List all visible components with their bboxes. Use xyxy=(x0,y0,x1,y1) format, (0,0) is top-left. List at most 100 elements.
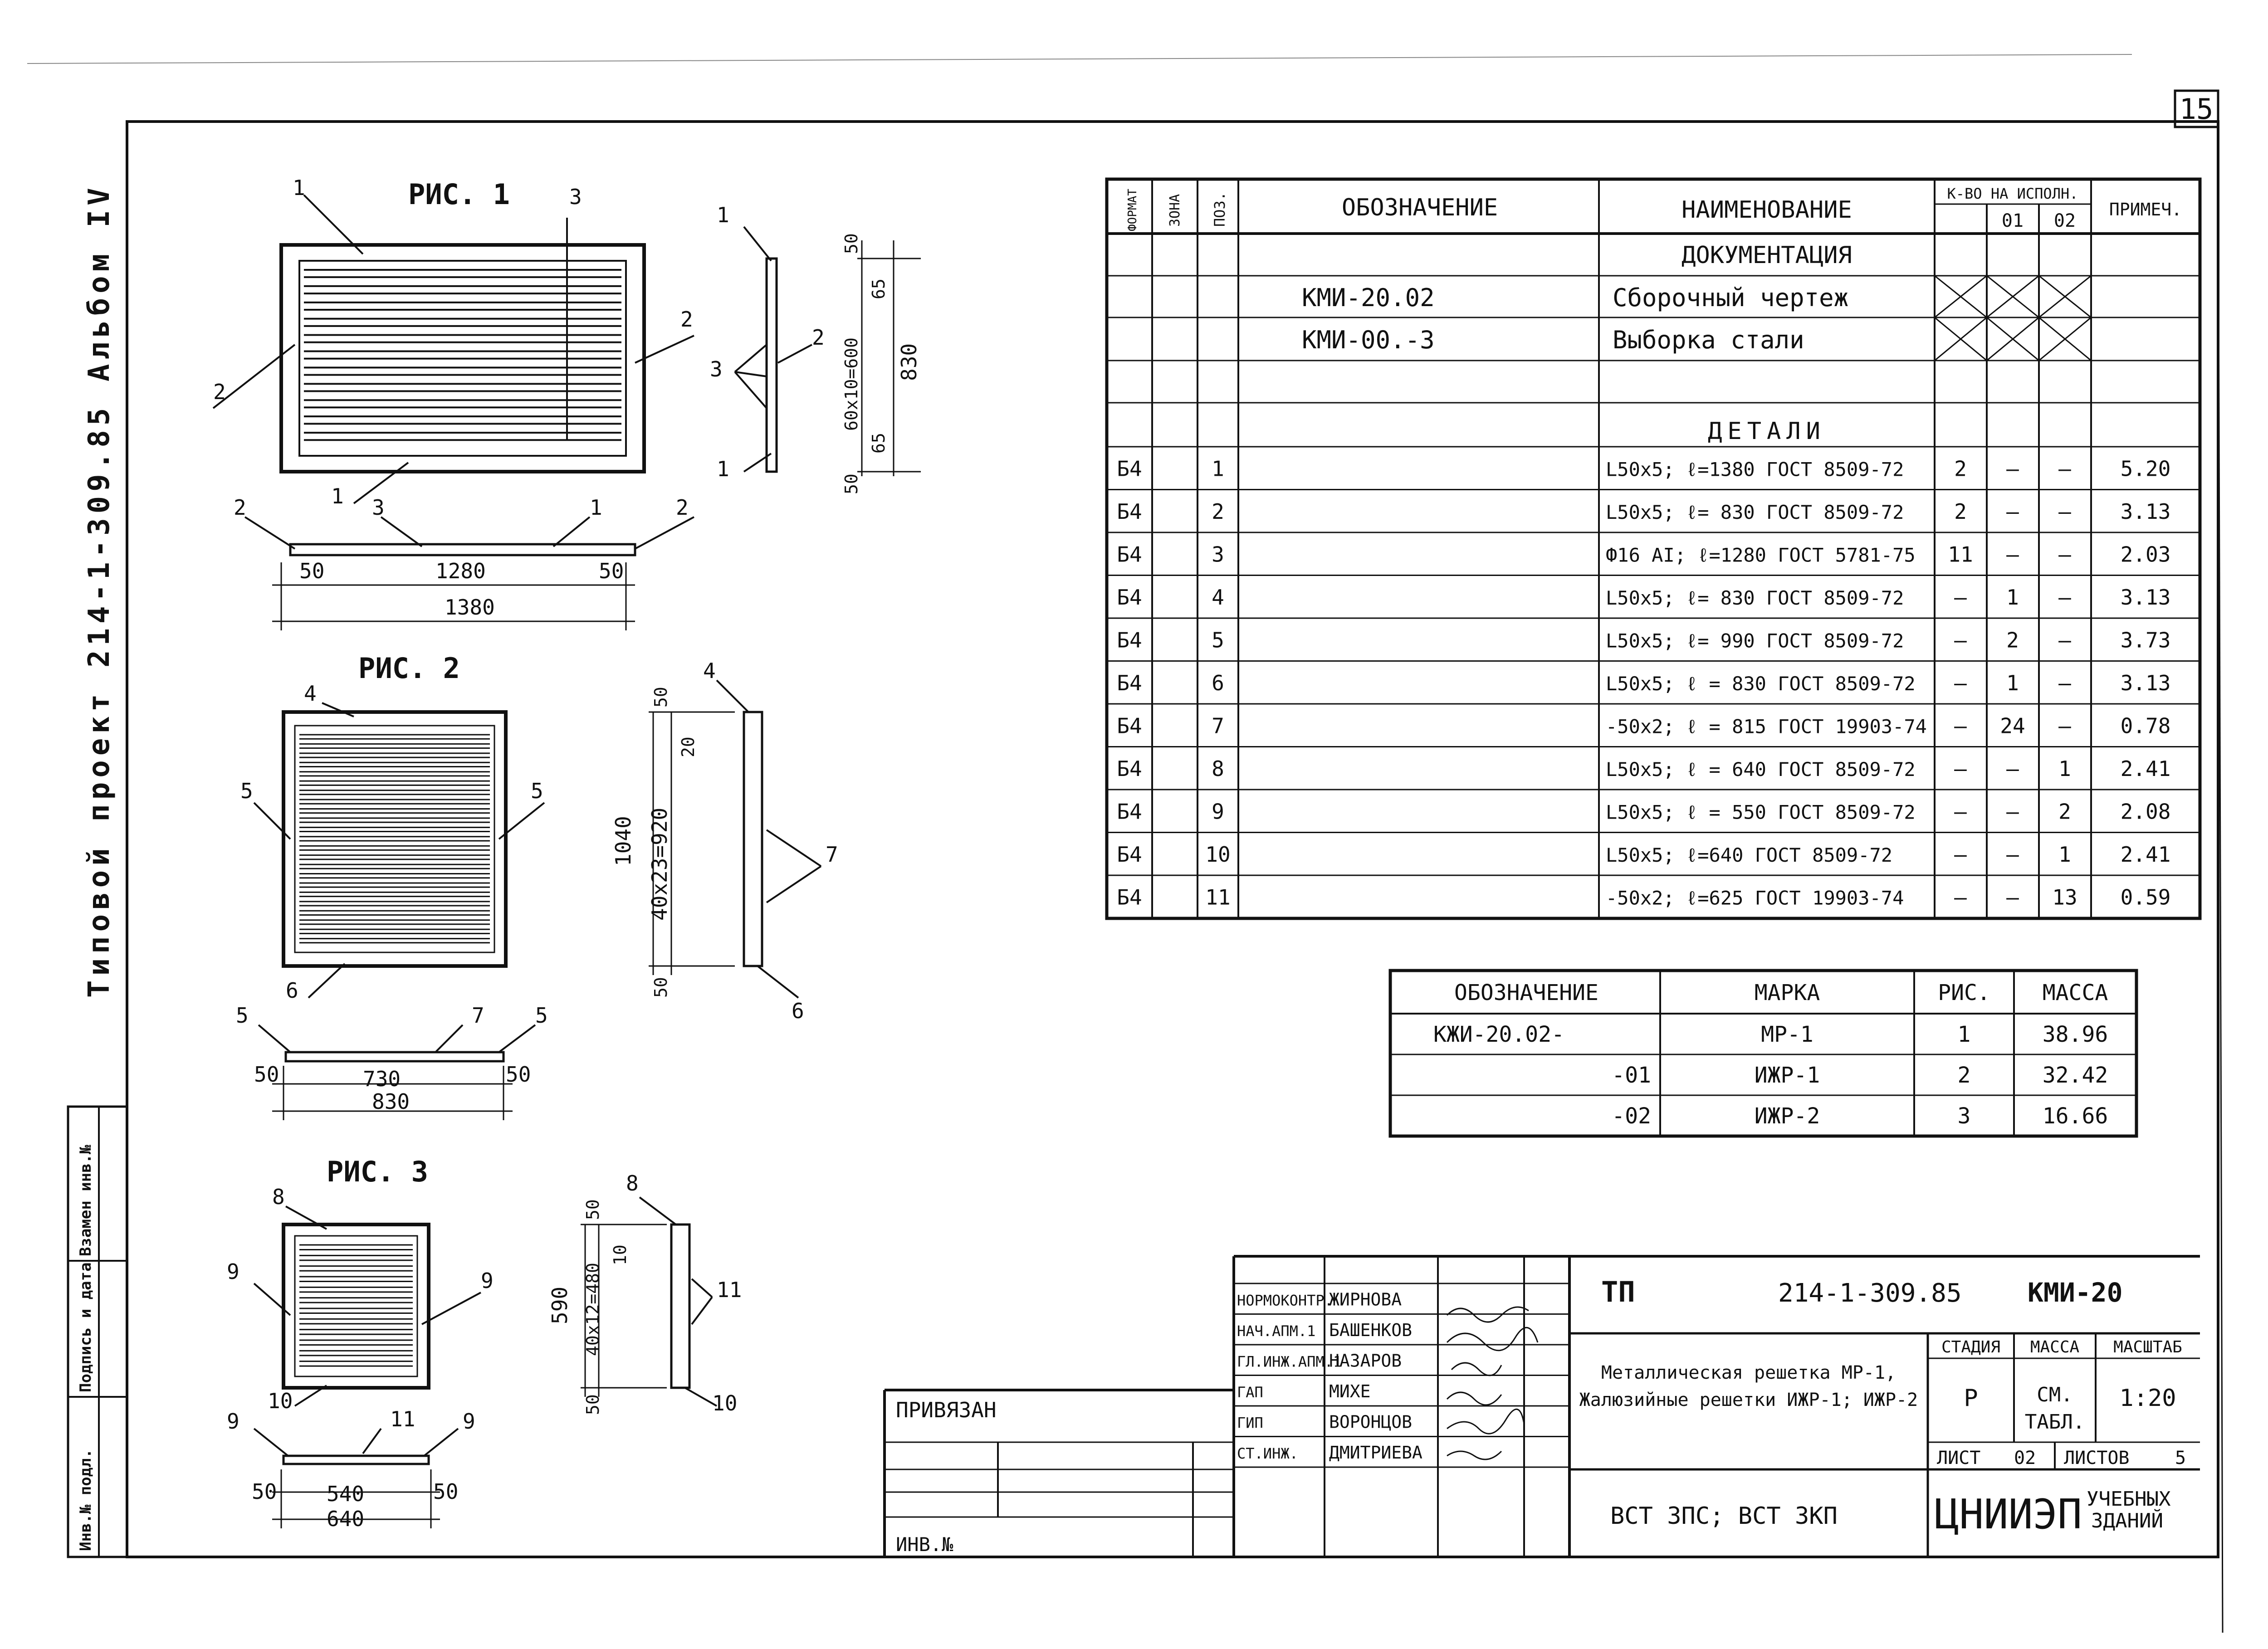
fig1-dim: 60x10=600 xyxy=(841,337,861,431)
figure-3-text: РИС. 3 50 540 50 640 50 10 590 40x12=480… xyxy=(227,1155,742,1531)
spec-qty: 2 xyxy=(1954,456,1967,481)
spec-qty-02: — xyxy=(2058,713,2071,738)
pos-label: 2 xyxy=(680,307,693,332)
spec-fmt: Б4 xyxy=(1117,885,1142,909)
pos-label: 8 xyxy=(626,1171,639,1195)
tb-inv: ИНВ.№ xyxy=(896,1533,953,1556)
fig1-dim: 50 xyxy=(841,473,861,494)
fig1-dim: 50 xyxy=(599,559,624,583)
spec-fmt: Б4 xyxy=(1117,456,1142,481)
mark-code: -02 xyxy=(1612,1103,1651,1129)
tb-stage: Р xyxy=(1964,1385,1978,1412)
col-pos: ПОЗ. xyxy=(1211,192,1228,227)
pos-label: 5 xyxy=(531,779,543,803)
side-label-replace: Взамен инв.№ xyxy=(77,1145,95,1256)
spec-qty: — xyxy=(1954,585,1967,610)
mark-table-text: ОБОЗНАЧЕНИЕ МАРКА РИС. МАССА КЖИ-20.02- … xyxy=(1433,980,2108,1129)
spec-name: -50x2; ℓ = 815 ГОСТ 19903-74 xyxy=(1606,715,1927,737)
fig1-title: РИС. 1 xyxy=(408,178,510,211)
pos-label: 1 xyxy=(293,176,305,200)
role-title: ГИП xyxy=(1237,1415,1263,1432)
spec-note: 2.41 xyxy=(2121,842,2171,867)
spec-qty-02: 1 xyxy=(2058,842,2071,867)
tb-mass-label: МАССА xyxy=(2030,1338,2080,1356)
pos-label: 2 xyxy=(676,495,689,520)
spec-qty-01: 2 xyxy=(2006,628,2019,652)
pos-label: 9 xyxy=(481,1268,494,1293)
figure-2-text: РИС. 2 50 730 50 830 50 20 1040 40x23=92… xyxy=(236,652,838,1114)
spec-qty-02: 2 xyxy=(2058,799,2071,824)
spec-name: L50x5; ℓ=640 ГОСТ 8509-72 xyxy=(1606,844,1892,866)
spec-pos: 2 xyxy=(1212,499,1224,524)
col-01: 01 xyxy=(2002,210,2024,231)
sheet-frame xyxy=(27,54,2224,1633)
role-title: СТ.ИНЖ. xyxy=(1237,1445,1298,1462)
spec-fmt: Б4 xyxy=(1117,671,1142,695)
mark-mass: 16.66 xyxy=(2043,1103,2108,1129)
fig3-dim: 50 xyxy=(583,1394,603,1415)
spec-note: 2.08 xyxy=(2121,799,2171,824)
role-title: НОРМОКОНТР. xyxy=(1237,1292,1333,1309)
doc-name: Выборка стали xyxy=(1613,326,1804,354)
spec-pos: 4 xyxy=(1212,585,1224,610)
mark-header: МАССА xyxy=(2043,980,2108,1005)
title-block xyxy=(883,1255,2200,1557)
spec-qty-01: — xyxy=(2006,756,2019,781)
pos-label: 10 xyxy=(712,1391,737,1415)
mark-mass: 32.42 xyxy=(2043,1063,2108,1088)
tb-doc: КМИ-20 xyxy=(2028,1277,2123,1308)
doc-name: Сборочный чертеж xyxy=(1613,283,1848,312)
spec-note: 3.73 xyxy=(2121,628,2171,652)
role-person: ВОРОНЦОВ xyxy=(1329,1412,1412,1432)
mark-fig: 3 xyxy=(1958,1103,1971,1129)
pos-label: 4 xyxy=(304,681,317,706)
spec-table-text: ФОРМАТ ЗОНА ПОЗ. ОБОЗНАЧЕНИЕ НАИМЕНОВАНИ… xyxy=(1126,185,2182,445)
col-02: 02 xyxy=(2054,210,2076,231)
spec-qty-02: — xyxy=(2058,628,2071,652)
fig3-dim: 50 xyxy=(583,1199,603,1220)
tb-sheets: 5 xyxy=(2175,1448,2186,1468)
spec-pos: 8 xyxy=(1212,756,1224,781)
spec-qty-01: 24 xyxy=(2000,713,2025,738)
pos-label: 1 xyxy=(717,457,729,481)
fig1-dim: 65 xyxy=(869,433,889,454)
fig2-title: РИС. 2 xyxy=(358,652,460,685)
mark-code: -01 xyxy=(1612,1063,1651,1088)
col-code: ОБОЗНАЧЕНИЕ xyxy=(1342,194,1498,221)
spec-qty-01: — xyxy=(2006,799,2019,824)
pos-label: 9 xyxy=(227,1259,240,1284)
spec-note: 2.03 xyxy=(2121,542,2171,566)
spec-qty-02: — xyxy=(2058,542,2071,566)
spec-name: Ф16 AI; ℓ=1280 ГОСТ 5781-75 xyxy=(1606,544,1916,566)
parts-section: ДЕТАЛИ xyxy=(1708,418,1826,445)
fig2-dim: 50 xyxy=(651,977,671,998)
spec-qty-01: — xyxy=(2006,542,2019,566)
side-label-inv: Инв.№ подл. xyxy=(77,1449,95,1551)
tb-sheet: 02 xyxy=(2014,1448,2036,1468)
tb-mass-2: ТАБЛ. xyxy=(2025,1410,2085,1434)
spec-fmt: Б4 xyxy=(1117,628,1142,652)
tb-sheet-label: ЛИСТ xyxy=(1937,1448,1980,1468)
pos-label: 10 xyxy=(268,1389,293,1413)
pos-label: 7 xyxy=(826,842,838,867)
figure-3 xyxy=(253,1196,717,1528)
doc-code: КМИ-20.02 xyxy=(1302,283,1435,312)
spec-name: L50x5; ℓ = 830 ГОСТ 8509-72 xyxy=(1606,673,1916,695)
tb-mass-1: СМ. xyxy=(2037,1383,2072,1406)
fig3-title: РИС. 3 xyxy=(327,1155,428,1188)
fig1-dim: 1280 xyxy=(435,559,486,583)
spec-name: L50x5; ℓ= 830 ГОСТ 8509-72 xyxy=(1606,501,1904,523)
mark-fig: 1 xyxy=(1958,1022,1971,1047)
mark-fig: 2 xyxy=(1958,1063,1971,1088)
fig3-dim: 10 xyxy=(610,1244,630,1265)
fig2-dim: 40x23=920 xyxy=(647,808,672,921)
spec-qty-01: 1 xyxy=(2006,585,2019,610)
spec-fmt: Б4 xyxy=(1117,799,1142,824)
fig2-dim: 730 xyxy=(363,1067,401,1091)
pos-label: 8 xyxy=(272,1185,285,1209)
pos-label: 6 xyxy=(792,999,804,1023)
spec-qty: — xyxy=(1954,799,1967,824)
figure-2 xyxy=(253,679,822,1120)
fig3-dim: 40x12=480 xyxy=(583,1263,603,1356)
fig2-dim: 50 xyxy=(254,1062,279,1087)
